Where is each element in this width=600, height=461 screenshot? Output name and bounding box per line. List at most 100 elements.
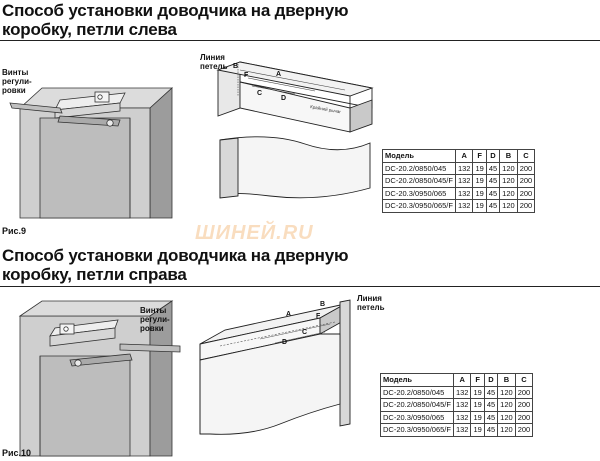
section1-col-A: A xyxy=(454,149,474,163)
value-cell: 132 xyxy=(452,423,472,437)
model-cell: DC-20.2/0850/045/F xyxy=(380,398,454,412)
model-cell: DC-20.3/0950/065/F xyxy=(380,423,454,437)
section1-dim-track: Крайний рычаг xyxy=(310,103,342,114)
value-cell: 120 xyxy=(497,410,516,424)
value-cell: 45 xyxy=(483,410,499,424)
value-cell: 132 xyxy=(454,199,474,213)
value-cell: 200 xyxy=(516,174,536,188)
value-cell: 45 xyxy=(485,161,501,175)
value-cell: 45 xyxy=(483,398,499,412)
section2-figure-label: Рис.10 xyxy=(2,448,32,458)
watermark-logo: ШИНЕЙ.RU xyxy=(195,222,314,244)
value-cell: 19 xyxy=(470,410,485,424)
section2-dim-D: D xyxy=(282,339,287,346)
section2-col-F: F xyxy=(470,373,485,387)
table-row: DC-20.2/0850/045 132 19 45 120 200 xyxy=(382,161,536,175)
section2-dim-C: C xyxy=(302,329,307,336)
section1-dim-A: A xyxy=(276,71,281,78)
model-cell: DC-20.2/0850/045 xyxy=(382,161,456,175)
section2-template-drawing: B A F C D xyxy=(199,299,351,435)
section1-title-line2: коробку, петли слева xyxy=(2,20,177,39)
section1-door-illustration xyxy=(9,87,174,219)
section2-dim-B: B xyxy=(320,301,325,308)
section2-screws-callout: Винты регули- ровки xyxy=(140,306,170,333)
table-row: DC-20.2/0850/045/F 132 19 45 120 200 xyxy=(382,174,536,188)
section1-dim-B: B xyxy=(233,63,238,70)
model-cell: DC-20.3/0950/065 xyxy=(382,186,456,200)
table-row: DC-20.3/0950/065 132 19 45 120 200 xyxy=(382,186,536,200)
model-cell: DC-20.3/0950/065/F xyxy=(382,199,456,213)
value-cell: 200 xyxy=(514,423,534,437)
value-cell: 120 xyxy=(497,385,516,399)
value-cell: 200 xyxy=(514,410,534,424)
value-cell: 19 xyxy=(470,423,485,437)
section1-hinge-callout: Линия петель xyxy=(200,53,228,71)
model-cell: DC-20.2/0850/045/F xyxy=(382,174,456,188)
value-cell: 120 xyxy=(499,186,518,200)
section2-title-line1: Способ установки доводчика на дверную xyxy=(2,246,349,265)
value-cell: 120 xyxy=(499,161,518,175)
section2-hinge-callout: Линия петель xyxy=(357,294,385,312)
value-cell: 19 xyxy=(470,398,485,412)
value-cell: 132 xyxy=(452,410,472,424)
section2-col-model: Модель xyxy=(380,373,454,387)
table-row: DC-20.2/0850/045/F 132 19 45 120 200 xyxy=(380,398,534,412)
value-cell: 45 xyxy=(485,174,501,188)
section1-col-F: F xyxy=(472,149,487,163)
value-cell: 200 xyxy=(514,385,534,399)
section2-col-A: A xyxy=(452,373,472,387)
value-cell: 120 xyxy=(497,423,516,437)
section2-spec-table: Модель A F D B C DC-20.2/0850/045 132 19… xyxy=(380,373,534,437)
value-cell: 19 xyxy=(472,199,487,213)
section2-col-B: B xyxy=(497,373,516,387)
section1-dim-F: F xyxy=(244,72,249,79)
value-cell: 120 xyxy=(497,398,516,412)
value-cell: 132 xyxy=(454,174,474,188)
section1-dim-C: C xyxy=(257,90,262,97)
value-cell: 19 xyxy=(472,174,487,188)
value-cell: 200 xyxy=(514,398,534,412)
section2-col-C: C xyxy=(514,373,534,387)
section1-col-model: Модель xyxy=(382,149,456,163)
section1-template-drawing: B A F C D Крайний рычаг xyxy=(216,61,374,199)
value-cell: 45 xyxy=(483,385,499,399)
section2-door-illustration xyxy=(18,300,181,457)
value-cell: 19 xyxy=(470,385,485,399)
section2-dim-A: A xyxy=(286,311,291,318)
value-cell: 45 xyxy=(483,423,499,437)
value-cell: 120 xyxy=(499,174,518,188)
table-row: DC-20.3/0950/065/F 132 19 45 120 200 xyxy=(380,423,534,437)
value-cell: 200 xyxy=(516,199,536,213)
section1-spec-table: Модель A F D B C DC-20.2/0850/045 132 19… xyxy=(382,149,536,213)
section1-col-D: D xyxy=(485,149,501,163)
value-cell: 200 xyxy=(516,186,536,200)
table-row: DC-20.3/0950/065/F 132 19 45 120 200 xyxy=(382,199,536,213)
section1-screws-callout: Винты регули- ровки xyxy=(2,68,32,95)
value-cell: 132 xyxy=(452,398,472,412)
value-cell: 120 xyxy=(499,199,518,213)
model-cell: DC-20.3/0950/065 xyxy=(380,410,454,424)
value-cell: 45 xyxy=(485,186,501,200)
section1-col-B: B xyxy=(499,149,518,163)
section1-divider xyxy=(0,40,600,41)
table-row: DC-20.2/0850/045 132 19 45 120 200 xyxy=(380,385,534,399)
section2-col-D: D xyxy=(483,373,499,387)
section1-col-C: C xyxy=(516,149,536,163)
value-cell: 45 xyxy=(485,199,501,213)
section2-title-line2: коробку, петли справа xyxy=(2,265,187,284)
value-cell: 132 xyxy=(452,385,472,399)
section1-dim-D: D xyxy=(281,95,286,102)
value-cell: 200 xyxy=(516,161,536,175)
table-row: DC-20.3/0950/065 132 19 45 120 200 xyxy=(380,410,534,424)
value-cell: 132 xyxy=(454,161,474,175)
section1-title-line1: Способ установки доводчика на дверную xyxy=(2,1,349,20)
value-cell: 19 xyxy=(472,161,487,175)
section2-table-header: Модель A F D B C xyxy=(380,373,534,387)
section2-dim-F: F xyxy=(316,313,321,320)
value-cell: 19 xyxy=(472,186,487,200)
section1-table-header: Модель A F D B C xyxy=(382,149,536,163)
section1-figure-label: Рис.9 xyxy=(2,226,27,236)
model-cell: DC-20.2/0850/045 xyxy=(380,385,454,399)
value-cell: 132 xyxy=(454,186,474,200)
section2-divider xyxy=(0,286,600,287)
